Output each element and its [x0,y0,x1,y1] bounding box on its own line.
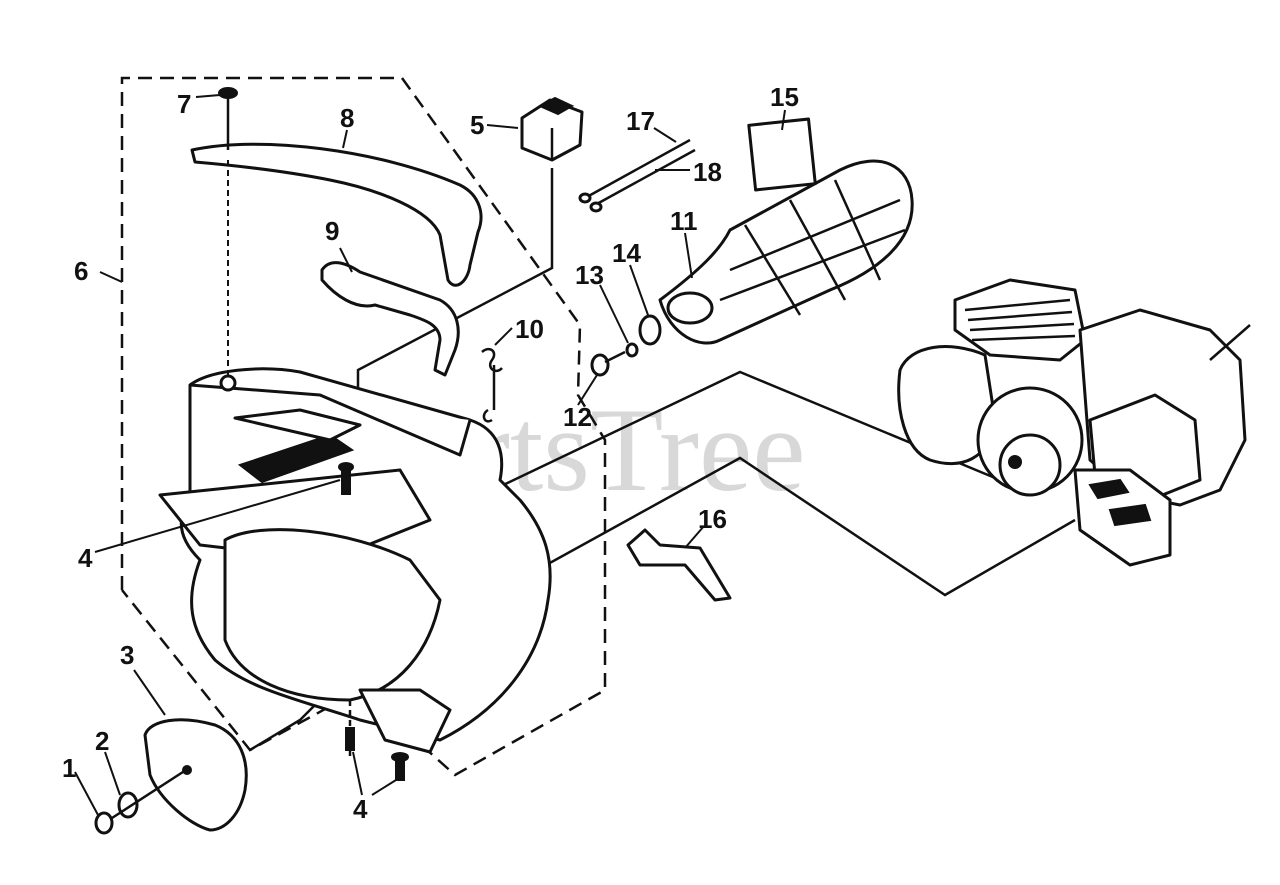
callout-labels: 1 2 3 4 4 5 6 7 8 9 10 11 12 13 14 15 16… [62,82,799,824]
callout-13: 13 [575,260,604,290]
callout-8: 8 [340,103,354,133]
callout-10: 10 [515,314,544,344]
switch [520,96,584,162]
callout-7: 7 [177,89,191,119]
engine-assembly [897,278,1251,567]
blower-housing [158,367,552,754]
nozzle-bolt [590,350,626,377]
callout-18: 18 [693,157,722,187]
callout-4-upper: 4 [78,543,93,573]
handle-connector-line [249,699,321,752]
callout-2: 2 [95,726,109,756]
screw-housing [338,462,354,495]
bracket [626,528,732,602]
trigger [320,261,460,377]
washer-large [638,314,662,346]
side-plate [143,718,248,832]
assembly-line-lower [364,456,1076,667]
callout-6: 6 [74,256,88,286]
callout-11: 11 [670,206,698,236]
link-rods [578,138,696,213]
callout-17: 17 [626,106,655,136]
callout-16: 16 [698,504,727,534]
callout-15: 15 [770,82,799,112]
callout-3: 3 [120,640,134,670]
housing-group-outline [120,76,607,777]
washer-small [625,342,639,358]
screws-lower [345,700,409,781]
axle-line [111,768,187,820]
callout-1: 1 [62,753,76,783]
filter-tube [658,159,914,345]
callout-12: 12 [563,402,592,432]
callout-5: 5 [470,110,484,140]
top-handle [190,142,483,287]
leader-lines [74,94,786,816]
nut [94,811,114,835]
label-sticker [747,117,817,192]
callout-14: 14 [612,238,641,268]
top-screw [218,87,238,380]
spring [481,347,503,423]
callout-9: 9 [325,216,339,246]
callout-4-lower: 4 [353,794,368,824]
